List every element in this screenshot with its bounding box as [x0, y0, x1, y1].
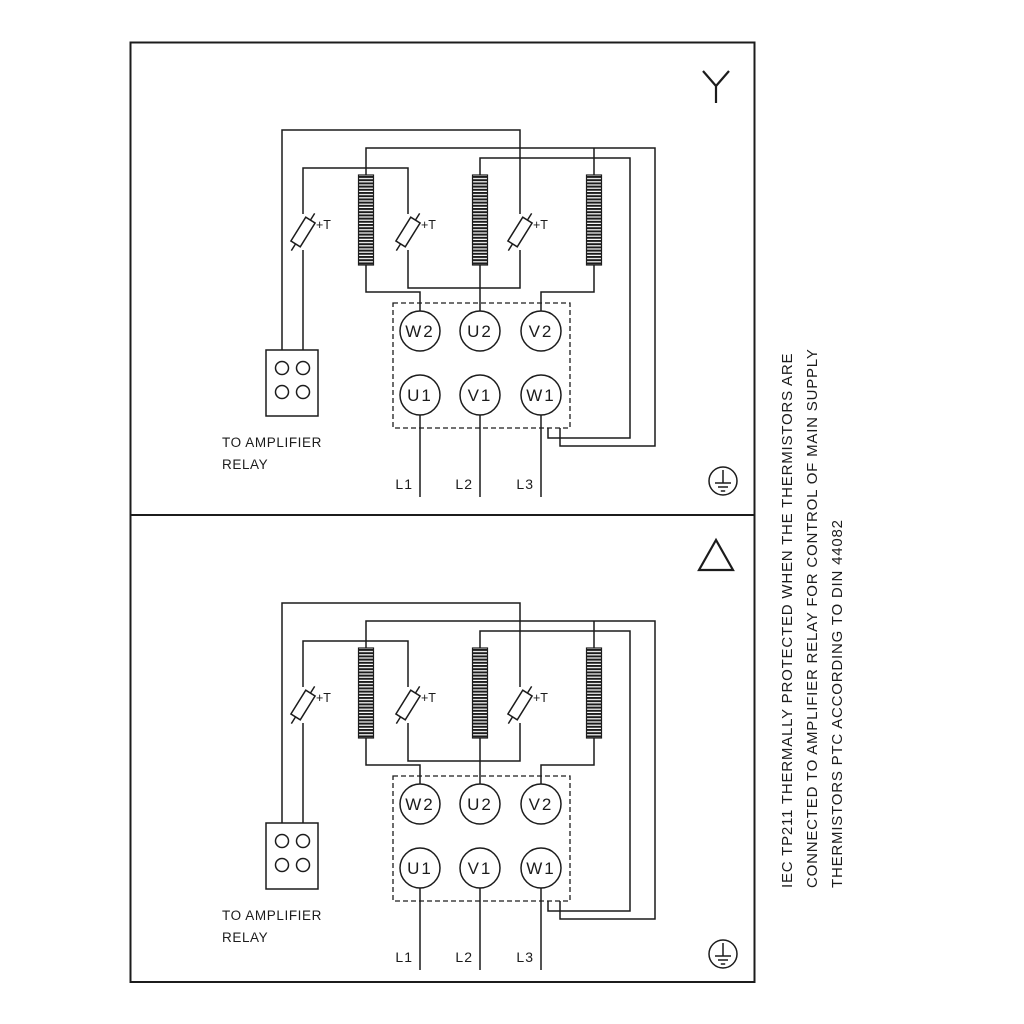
terminal-label-w2: W2 — [405, 795, 435, 814]
relay-terminal-pin — [295, 833, 311, 849]
relay-terminal-pin — [274, 384, 290, 400]
terminal-u1 — [399, 847, 441, 889]
thermistor-label: +T — [316, 218, 331, 232]
relay-terminal-pin — [274, 857, 290, 873]
terminal-label-w1: W1 — [526, 386, 556, 405]
supply-line-label-l1: L1 — [395, 949, 413, 965]
star-connection-icon — [702, 70, 730, 103]
thermistor-label: +T — [533, 218, 548, 232]
supply-line-label-l2: L2 — [455, 476, 473, 492]
terminal-label-v1: V1 — [468, 859, 493, 878]
relay-terminal-pin — [274, 360, 290, 376]
amplifier-note-line1: TO AMPLIFIER — [222, 908, 322, 923]
thermistor-label: +T — [316, 691, 331, 705]
terminal-board-outline — [392, 775, 571, 902]
relay-terminal-pin — [295, 857, 311, 873]
delta-connection-panel: +T +T +T W2 U2 V2 U1 V1 W1 TO A — [222, 537, 738, 970]
side-note: IEC TP211 THERMALLY PROTECTED WHEN THE T… — [779, 348, 846, 888]
side-note-line-3: THERMISTORS PTC ACCORDING TO DIN 44082 — [829, 519, 846, 888]
motor-winding-3 — [585, 647, 603, 739]
thermistor-icon: +T — [506, 685, 548, 725]
side-note-line-1: IEC TP211 THERMALLY PROTECTED WHEN THE T… — [779, 353, 796, 888]
thermistor-icon: +T — [394, 212, 436, 252]
supply-line-label-l3: L3 — [516, 476, 534, 492]
terminal-label-v2: V2 — [529, 795, 554, 814]
amplifier-note-line2: RELAY — [222, 930, 268, 945]
terminal-label-u2: U2 — [467, 795, 493, 814]
terminal-v1 — [459, 374, 501, 416]
thermistor-label: +T — [421, 218, 436, 232]
terminal-w2 — [399, 310, 441, 352]
relay-terminal-pin — [295, 360, 311, 376]
delta-panel-border — [129, 514, 756, 983]
terminal-label-w2: W2 — [405, 322, 435, 341]
terminal-v2 — [520, 310, 562, 352]
supply-line-label-l1: L1 — [395, 476, 413, 492]
motor-winding-2 — [471, 647, 489, 739]
terminal-w1 — [520, 847, 562, 889]
terminal-label-v2: V2 — [529, 322, 554, 341]
star-connection-panel: +T +T +T W2 U2 V2 U1 V1 W1 TO A — [222, 70, 738, 497]
relay-terminal-pin — [295, 384, 311, 400]
amplifier-note-line1: TO AMPLIFIER — [222, 435, 322, 450]
amplifier-note-line2: RELAY — [222, 457, 268, 472]
thermistor-icon: +T — [289, 212, 331, 252]
motor-winding-1 — [357, 647, 375, 739]
delta-connection-icon — [697, 537, 735, 572]
thermistor-label: +T — [421, 691, 436, 705]
earth-ground-icon — [708, 466, 738, 496]
terminal-u2 — [459, 783, 501, 825]
terminal-label-u2: U2 — [467, 322, 493, 341]
thermistor-icon: +T — [394, 685, 436, 725]
terminal-u2 — [459, 310, 501, 352]
relay-terminal-block — [265, 822, 319, 890]
terminal-w1 — [520, 374, 562, 416]
thermistor-icon: +T — [506, 212, 548, 252]
thermistor-icon: +T — [289, 685, 331, 725]
motor-winding-2 — [471, 174, 489, 266]
earth-ground-icon — [708, 939, 738, 969]
motor-winding-3 — [585, 174, 603, 266]
motor-winding-1 — [357, 174, 375, 266]
supply-line-label-l3: L3 — [516, 949, 534, 965]
terminal-label-v1: V1 — [468, 386, 493, 405]
terminal-v2 — [520, 783, 562, 825]
terminal-v1 — [459, 847, 501, 889]
side-note-line-2: CONNECTED TO AMPLIFIER RELAY FOR CONTROL… — [804, 348, 821, 888]
terminal-label-u1: U1 — [407, 386, 433, 405]
terminal-label-w1: W1 — [526, 859, 556, 878]
terminal-label-u1: U1 — [407, 859, 433, 878]
thermistor-label: +T — [533, 691, 548, 705]
relay-terminal-pin — [274, 833, 290, 849]
relay-terminal-block — [265, 349, 319, 417]
terminal-u1 — [399, 374, 441, 416]
terminal-w2 — [399, 783, 441, 825]
terminal-board-outline — [392, 302, 571, 429]
supply-line-label-l2: L2 — [455, 949, 473, 965]
